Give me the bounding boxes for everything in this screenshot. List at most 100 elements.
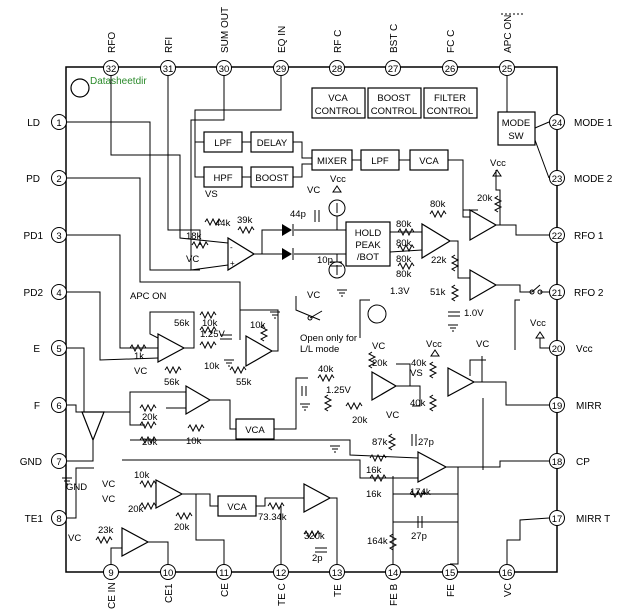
svg-text:22k: 22k [431, 255, 447, 266]
svg-text:16k: 16k [366, 489, 382, 500]
svg-text:VC: VC [372, 341, 385, 352]
svg-text:10k: 10k [134, 470, 150, 481]
svg-text:GND: GND [66, 482, 87, 493]
svg-text:EQ IN: EQ IN [277, 26, 288, 53]
svg-text:80k: 80k [396, 219, 412, 230]
svg-text:174k: 174k [410, 487, 431, 498]
pin-19-mirr: 19 MIRR [549, 397, 602, 413]
svg-text:CE1: CE1 [164, 583, 175, 603]
svg-text:1.3V: 1.3V [390, 286, 410, 297]
vca-left-block: VCA [235, 418, 275, 440]
svg-text:56k: 56k [174, 318, 190, 329]
svg-text:LD: LD [27, 118, 40, 129]
pin-18-cp: 18 CP [549, 453, 590, 469]
svg-text:Vcc: Vcc [426, 339, 442, 350]
pin-10-ce1: 10 CE1 [160, 564, 176, 603]
svg-text:5: 5 [56, 344, 61, 355]
svg-text:55k: 55k [236, 377, 252, 388]
diodes [282, 224, 294, 260]
svg-text:RFO 1: RFO 1 [574, 231, 604, 242]
svg-text:VC: VC [134, 366, 147, 377]
vca-control-block: VCA CONTROL [311, 87, 366, 119]
capacitors [220, 210, 460, 553]
svg-text:BOOST: BOOST [255, 173, 288, 184]
svg-text:DELAY: DELAY [257, 138, 288, 149]
svg-text:32: 32 [106, 64, 117, 75]
svg-text:VC: VC [186, 254, 199, 265]
opamp-rfo1 [469, 208, 498, 242]
svg-text:1.0V: 1.0V [464, 308, 484, 319]
svg-text:VC: VC [102, 479, 115, 490]
svg-text:Open only for: Open only for [300, 333, 357, 344]
svg-text:MIRR T: MIRR T [576, 514, 610, 525]
svg-text:PD: PD [26, 174, 40, 185]
svg-text:28: 28 [332, 64, 343, 75]
svg-text:CP: CP [576, 457, 590, 468]
opamp-mirr-2 [447, 366, 476, 398]
svg-text:11: 11 [219, 568, 229, 579]
svg-text:MODE 2: MODE 2 [574, 174, 613, 185]
pin-11-ce: 11 CE [216, 564, 232, 597]
svg-text:21: 21 [552, 288, 563, 299]
svg-text:VCA: VCA [227, 502, 247, 513]
svg-text:RFO: RFO [107, 32, 118, 53]
svg-text:27: 27 [388, 64, 399, 75]
svg-text:Vcc: Vcc [490, 158, 506, 169]
svg-text:2p: 2p [312, 553, 323, 564]
pin-17-mirr-t: 17 MIRR T [549, 510, 610, 526]
svg-text:27p: 27p [411, 531, 427, 542]
svg-text:80k: 80k [396, 238, 412, 249]
svg-text:VC: VC [386, 410, 399, 421]
svg-text:SUM OUT: SUM OUT [220, 7, 231, 53]
svg-text:10k: 10k [250, 320, 266, 331]
svg-text:40k: 40k [318, 364, 334, 375]
svg-text:16: 16 [502, 568, 513, 579]
pin-5-e: 5 E [33, 340, 67, 356]
svg-text:VC: VC [307, 185, 320, 196]
svg-text:10: 10 [163, 568, 174, 579]
svg-text:MODE 1: MODE 1 [574, 118, 613, 129]
pin-22-rfo1: 22 RFO 1 [549, 227, 604, 243]
svg-text:Vcc: Vcc [330, 174, 346, 185]
svg-text:VS: VS [410, 368, 423, 379]
svg-text:CONTROL: CONTROL [315, 106, 361, 117]
svg-text:1.25V: 1.25V [200, 329, 225, 340]
svg-text:18k: 18k [186, 231, 202, 242]
svg-text:20k: 20k [352, 415, 368, 426]
svg-text:8: 8 [56, 514, 61, 525]
svg-text:10k: 10k [186, 436, 202, 447]
svg-text:RFO 2: RFO 2 [574, 288, 604, 299]
resistors [95, 195, 503, 551]
svg-text:20k: 20k [128, 504, 144, 515]
svg-text:+: + [230, 259, 235, 268]
opamp-rf-input: -+ [227, 236, 256, 272]
svg-text:87k: 87k [372, 437, 388, 448]
pin-12-te-c: 12 TE C [273, 564, 289, 606]
vcc-arrows [332, 169, 545, 357]
svg-text:APC ON: APC ON [130, 291, 167, 302]
lpf-top-block: LPF [203, 131, 243, 153]
svg-text:APC ON: APC ON [503, 15, 514, 53]
pin-8-te1: 8 TE1 [25, 510, 67, 526]
delay-block: DELAY [250, 131, 294, 153]
svg-text:9: 9 [108, 568, 113, 579]
svg-text:44p: 44p [290, 209, 306, 220]
filter-control-block: FILTER CONTROL [423, 87, 478, 119]
svg-text:MODE: MODE [502, 118, 531, 129]
svg-text:23: 23 [552, 174, 563, 185]
buffer-triangle-f [81, 411, 105, 442]
opamp-hold-out [421, 222, 452, 260]
pin-28-rf-c: 28 RF C [329, 30, 345, 76]
mixer-block: MIXER [311, 149, 353, 171]
svg-text:20k: 20k [142, 437, 158, 448]
lpf-mid-block: LPF [360, 149, 400, 171]
svg-text:20k: 20k [477, 193, 493, 204]
svg-text:VC: VC [307, 290, 320, 301]
pin-20-vcc: 20 Vcc [549, 340, 593, 356]
svg-text:-: - [230, 243, 233, 252]
svg-text:LPF: LPF [371, 156, 389, 167]
svg-text:CE: CE [220, 583, 231, 597]
svg-text:HOLD: HOLD [355, 228, 382, 239]
svg-text:L/L mode: L/L mode [300, 344, 339, 355]
